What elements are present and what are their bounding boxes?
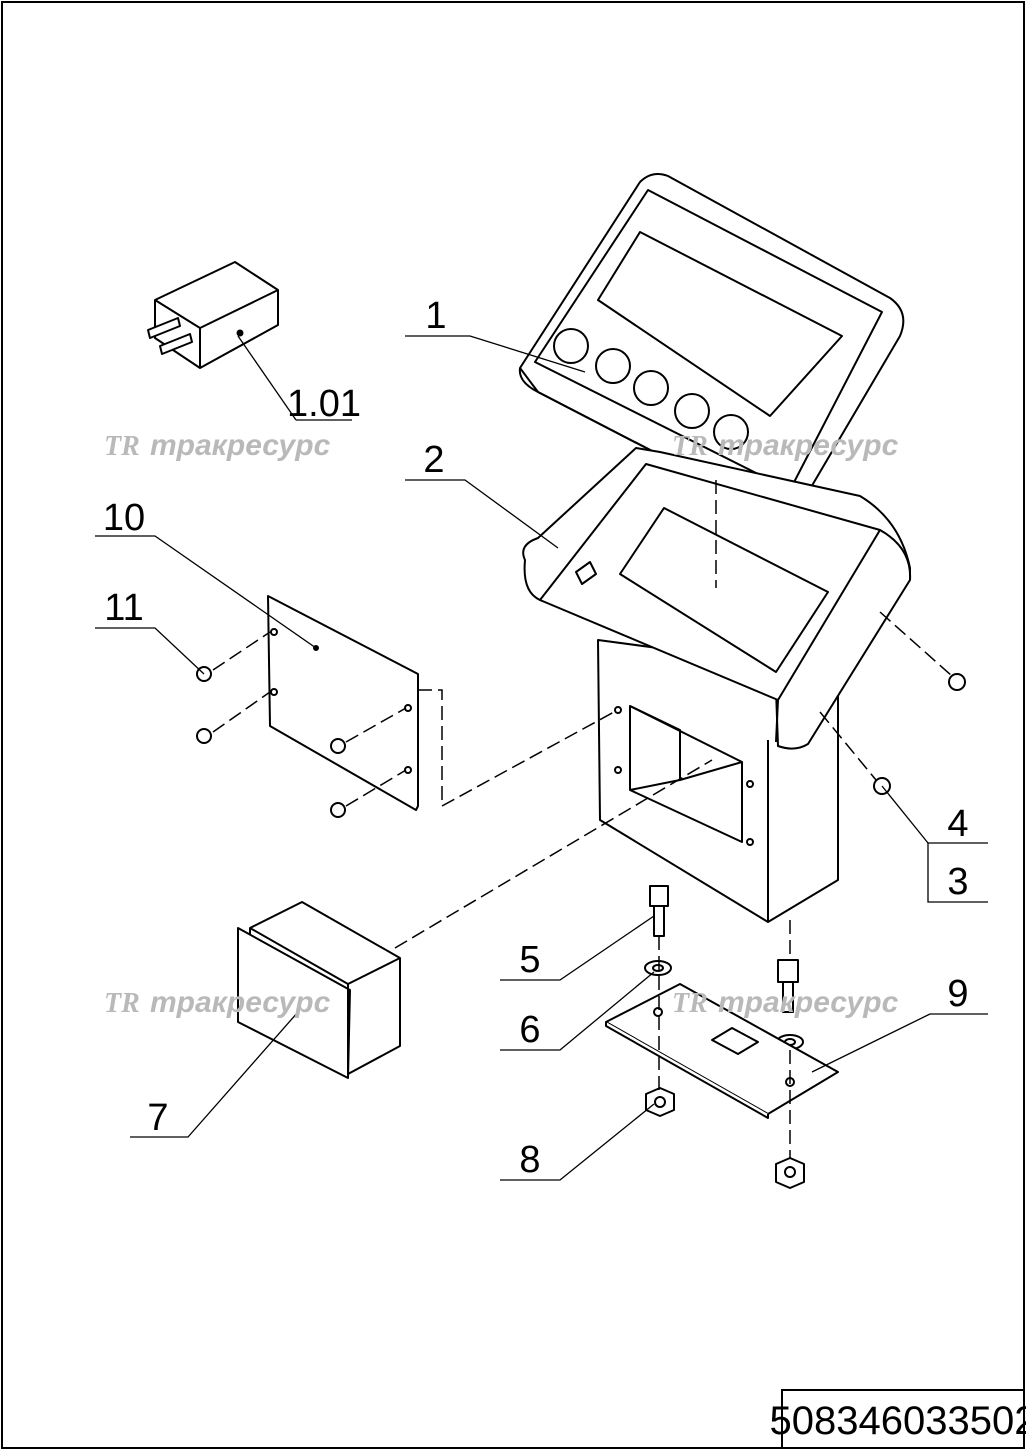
cover-plate-drawing [267, 595, 419, 811]
callout-10: 10 [103, 497, 145, 539]
watermark-logo: TR [104, 988, 140, 1019]
watermark-text: тракресурс [718, 429, 899, 462]
assembly-lines [212, 480, 953, 1158]
callout-1-01: 1.01 [287, 383, 361, 425]
callout-2: 2 [423, 439, 444, 481]
watermark: TR тракресурс TR тракресурс TR тракресур… [104, 429, 899, 1019]
battery-box-drawing [237, 901, 401, 1079]
callout-11: 11 [104, 587, 143, 629]
base-hardware-drawing [605, 885, 839, 1189]
watermark-text: тракресурс [150, 986, 331, 1019]
watermark-text: тракресурс [150, 429, 331, 462]
callout-5: 5 [519, 939, 540, 981]
watermark-text: тракресурс [718, 986, 899, 1019]
part-number: 508346033502 [770, 1399, 1026, 1443]
callout-1: 1 [425, 295, 446, 337]
callout-7: 7 [147, 1097, 168, 1139]
leader-lines [95, 335, 988, 1181]
watermark-logo: TR [104, 431, 140, 462]
callout-4: 4 [947, 803, 968, 845]
watermark-logo: TR [672, 988, 708, 1019]
power-adapter-drawing [147, 261, 279, 369]
callout-3: 3 [947, 861, 968, 903]
callout-9: 9 [947, 973, 968, 1015]
callout-8: 8 [519, 1139, 540, 1181]
title-block: 508346033502 [770, 1389, 1026, 1449]
stand-drawing [522, 447, 912, 923]
watermark-logo: TR [672, 431, 708, 462]
callout-6: 6 [519, 1009, 540, 1051]
callout-labels: 1 1.01 2 10 11 4 3 5 9 6 7 8 [103, 295, 969, 1181]
indicator-drawing [518, 173, 905, 516]
